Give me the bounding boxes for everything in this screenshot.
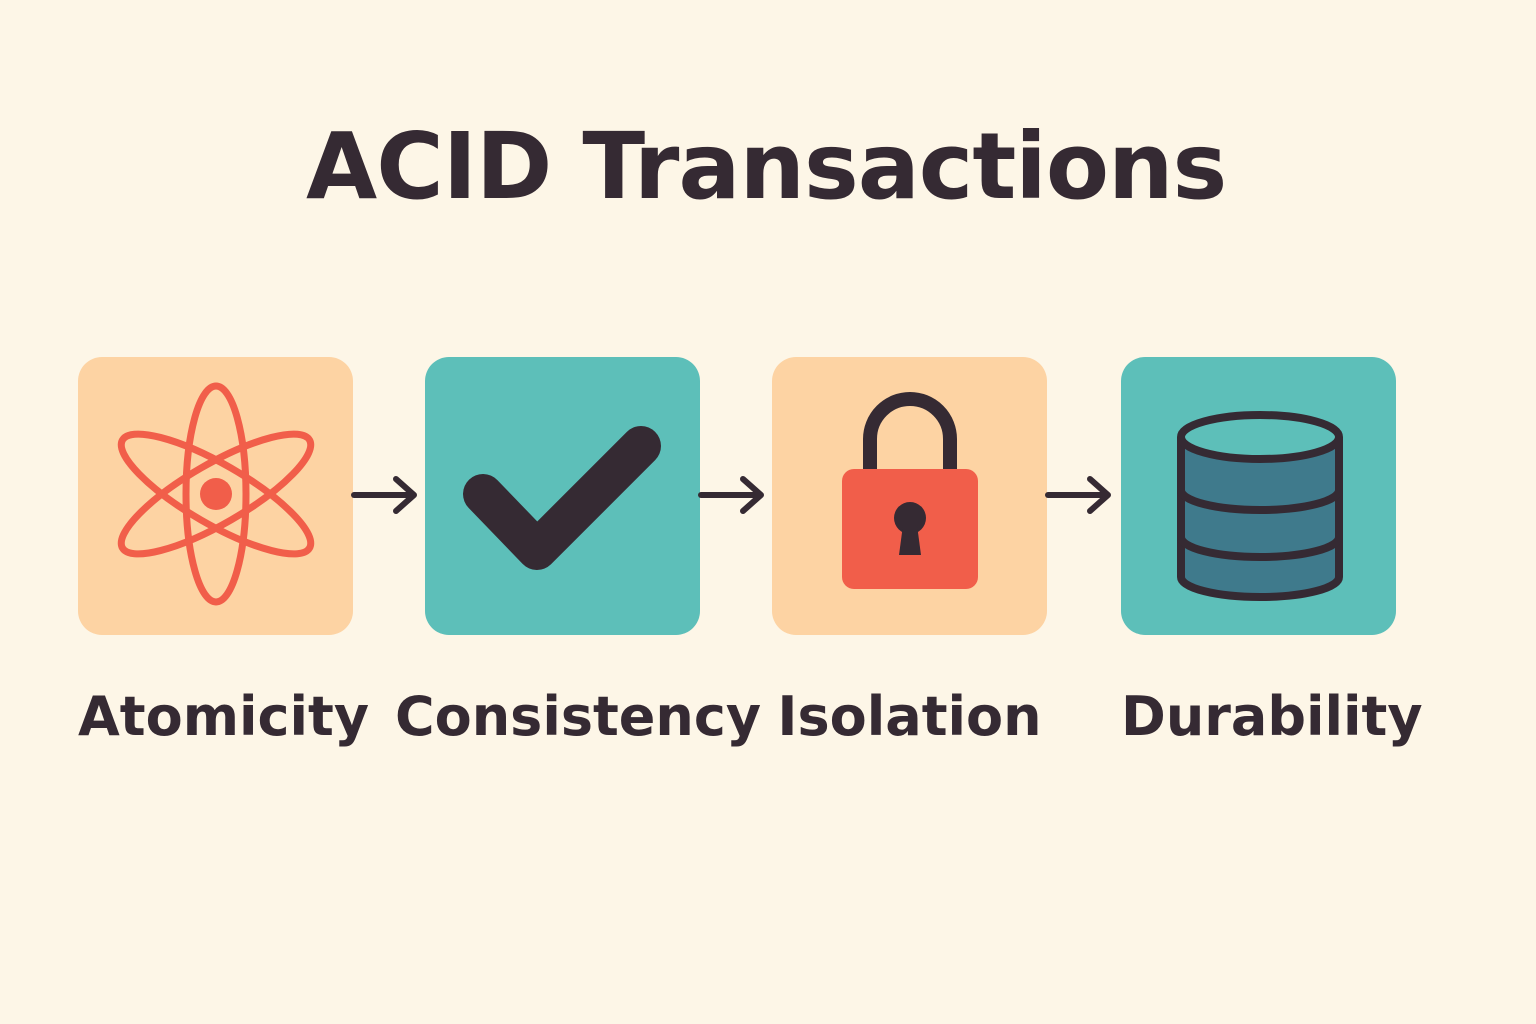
diagram-title: ACID Transactions — [306, 113, 1227, 220]
arrow-right-icon — [351, 474, 422, 516]
step-card-durability — [1121, 357, 1396, 635]
arrow-right-icon — [1045, 474, 1116, 516]
database-icon — [1177, 411, 1343, 601]
step-card-consistency — [425, 357, 700, 635]
step-label-consistency: Consistency — [395, 685, 762, 748]
step-card-isolation — [772, 357, 1047, 635]
arrow-right-icon — [698, 474, 769, 516]
step-label-atomicity: Atomicity — [78, 685, 370, 748]
padlock-icon — [842, 392, 978, 589]
step-card-atomicity — [78, 357, 353, 635]
step-label-isolation: Isolation — [777, 685, 1042, 748]
atom-icon — [117, 382, 315, 606]
checkmark-icon — [463, 426, 661, 570]
step-label-durability: Durability — [1121, 685, 1423, 748]
